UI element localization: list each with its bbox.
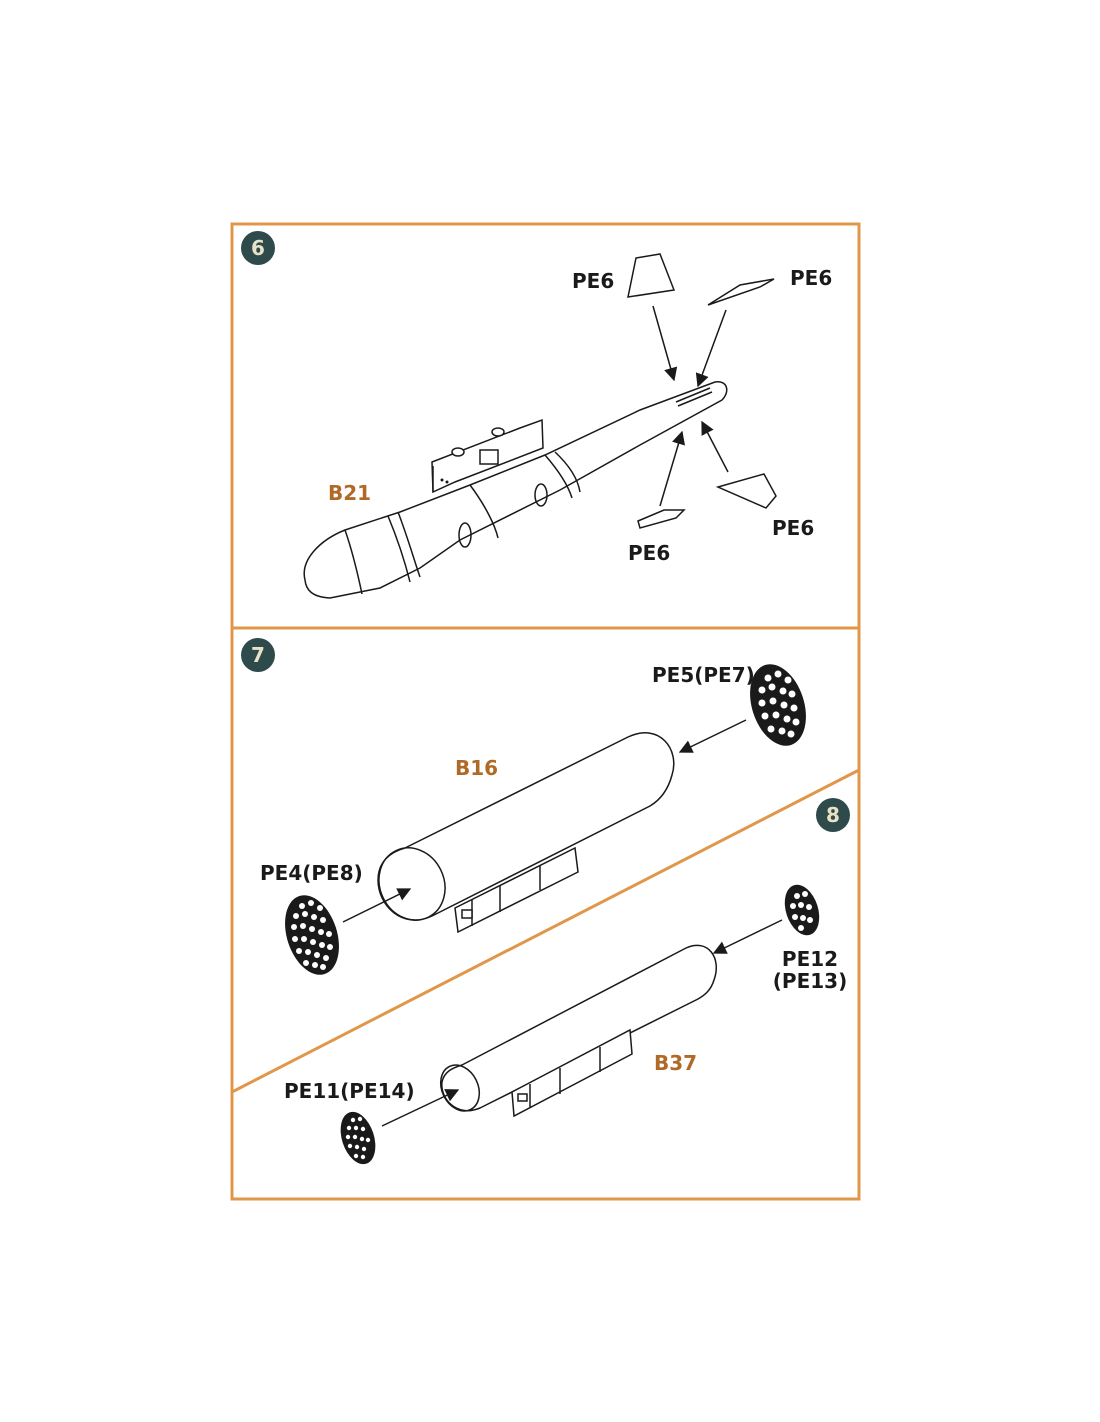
callout-pe6-top-right: PE6: [790, 266, 832, 290]
step-7-8-frame: [230, 626, 861, 1201]
step-8-badge-circle: [816, 798, 850, 832]
part-label-b21: B21: [328, 481, 371, 505]
step-8-badge: 8: [816, 798, 850, 832]
arrow-pe6-3: [659, 430, 686, 507]
step-6: 6 B21: [241, 231, 832, 599]
callout-pe6-top-left: PE6: [572, 269, 614, 293]
callout-pe13: (PE13): [773, 969, 847, 993]
fin-pe6-top-left: [627, 253, 676, 298]
step-7-badge: 7: [241, 638, 275, 672]
part-label-b16: B16: [455, 756, 498, 780]
arrow-pe6-1: [652, 305, 678, 382]
step-7-badge-circle: [241, 638, 275, 672]
fin-pe6-bottom-right: [715, 473, 777, 509]
step-8-number: 8: [826, 803, 840, 827]
cylinder-b16: [377, 732, 675, 934]
arrow-pe11: [381, 1089, 460, 1127]
fin-pe6-top-right: [707, 278, 775, 306]
callout-pe5-pe7: PE5(PE7): [652, 663, 755, 687]
mesh-disc-pe12: [784, 884, 820, 936]
part-label-b37: B37: [654, 1051, 697, 1075]
mesh-disc-pe11: [340, 1111, 376, 1165]
bomb-b21: [303, 381, 728, 599]
callout-pe12: PE12: [782, 947, 838, 971]
callout-pe11-pe14: PE11(PE14): [284, 1079, 415, 1103]
mesh-disc-pe4: [285, 895, 339, 975]
mesh-disc-pe5: [750, 664, 806, 746]
arrow-pe12: [712, 919, 783, 954]
step-6-badge-circle: [241, 231, 275, 265]
callout-pe6-bottom-right: PE6: [772, 516, 814, 540]
arrow-pe4: [342, 888, 412, 923]
cylinder-b37: [439, 944, 717, 1118]
step-divider: [231, 768, 860, 1094]
arrow-pe6-2: [695, 309, 727, 388]
step-7: 7 B16 PE5(PE7): [241, 638, 806, 975]
step-6-number: 6: [251, 236, 265, 260]
arrow-pe6-4: [701, 420, 729, 473]
fin-pe6-bottom-left: [637, 509, 686, 529]
step-7-number: 7: [251, 643, 265, 667]
callout-pe6-bottom-left: PE6: [628, 541, 670, 565]
step-8: 8 B37 PE12 (PE13): [284, 798, 850, 1165]
callout-pe4-pe8: PE4(PE8): [260, 861, 363, 885]
arrow-pe5: [678, 719, 747, 753]
step-6-badge: 6: [241, 231, 275, 265]
